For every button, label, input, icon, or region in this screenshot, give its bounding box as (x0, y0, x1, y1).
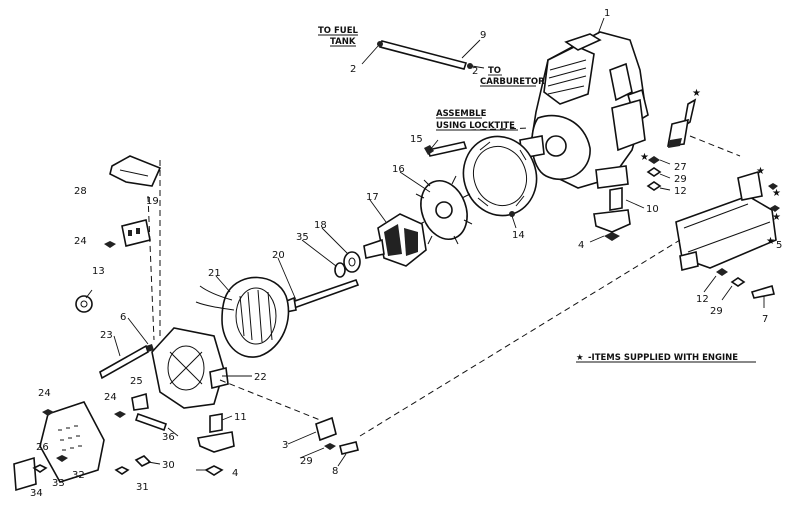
mount-bracket-right (593, 187, 631, 241)
washer-stack (646, 156, 662, 191)
callout-24-upper: 24 (74, 236, 87, 247)
callout-33: 33 (52, 478, 65, 489)
support-rod (99, 344, 154, 380)
callout-35: 35 (296, 232, 309, 243)
callout-31: 31 (136, 482, 149, 493)
callout-4-lower: 4 (232, 468, 238, 479)
star-muffler: ★ (766, 236, 775, 247)
fuel-line-clamp-lower (467, 63, 473, 69)
callout-18: 18 (314, 220, 327, 231)
star-spark-plug: ★ (692, 88, 701, 99)
annotation-notes: TO FUEL TANK TO CARBURETOR ASSEMBLE USIN… (318, 26, 756, 363)
note-carburetor-1: TO (488, 66, 501, 76)
callout-16: 16 (392, 164, 405, 175)
callout-21: 21 (208, 268, 221, 279)
star-muffler-top: ★ (756, 166, 765, 177)
callout-20: 20 (272, 250, 285, 261)
callout-24-mid: 24 (104, 392, 117, 403)
note-fuel-tank-1: TO FUEL (318, 26, 358, 36)
cable-clamp (315, 416, 359, 455)
callout-24-left: 24 (38, 388, 51, 399)
callout-23: 23 (100, 330, 113, 341)
star-muffler-bolt-1: ★ (772, 188, 781, 199)
callout-29-upper: 29 (674, 174, 687, 185)
stator (195, 276, 290, 358)
callout-5: 5 (776, 240, 782, 251)
callout-26: 26 (36, 442, 49, 453)
callout-15: 15 (410, 134, 423, 145)
note-carburetor-2: CARBURETOR (480, 77, 545, 87)
star-muffler-bolt-2: ★ (772, 212, 781, 223)
callout-6: 6 (120, 312, 126, 323)
callout-29-right: 29 (710, 306, 723, 317)
callout-10: 10 (646, 204, 659, 215)
rotor-washers (334, 251, 361, 278)
callout-2-upper: 2 (350, 64, 356, 75)
note-assemble-1: ASSEMBLE (436, 109, 487, 119)
blower-housing-ring (462, 135, 538, 217)
legend-text: -ITEMS SUPPLIED WITH ENGINE (588, 353, 738, 363)
legend-star-symbol: ★ (576, 353, 584, 363)
callout-1: 1 (604, 8, 610, 19)
callout-7: 7 (762, 314, 768, 325)
callout-28: 28 (74, 186, 87, 197)
top-cover (109, 155, 162, 187)
callout-25: 25 (130, 376, 143, 387)
callout-8: 8 (332, 466, 338, 477)
callout-27: 27 (674, 162, 687, 173)
callout-17: 17 (366, 192, 379, 203)
callout-32: 32 (72, 470, 85, 481)
spark-plug (667, 98, 697, 148)
callout-14: 14 (512, 230, 525, 241)
end-bell-housing (151, 327, 229, 409)
note-assemble-2: USING LOCKTITE (436, 121, 515, 131)
leader-lines (85, 17, 765, 471)
callout-numbers: 1 2 2 9 15 16 14 17 18 35 20 21 22 6 23 … (30, 8, 782, 499)
cooling-fan (415, 175, 473, 245)
callout-22: 22 (254, 372, 267, 383)
note-fuel-tank-2: TANK (330, 37, 356, 47)
fuel-line (377, 40, 473, 70)
grommet (75, 295, 93, 313)
callout-19: 19 (146, 196, 159, 207)
callout-13: 13 (92, 266, 105, 277)
callout-12-upper: 12 (674, 186, 687, 197)
callout-30: 30 (162, 460, 175, 471)
muffler (675, 170, 780, 299)
fuel-line-clamp-upper (377, 41, 383, 47)
mount-bracket-left (197, 413, 235, 476)
rotor (363, 213, 427, 267)
callout-4-upper: 4 (578, 240, 584, 251)
callout-2-lower: 2 (472, 66, 478, 77)
screw-24-upper (104, 241, 116, 248)
small-hardware (32, 392, 168, 475)
through-bolt (283, 278, 360, 313)
callout-36: 36 (162, 432, 175, 443)
callout-3: 3 (282, 440, 288, 451)
star-washer: ★ (640, 152, 649, 163)
receptacle (121, 219, 151, 247)
engine-supplied-stars: ★ ★ ★ ★ ★ ★ (640, 88, 781, 247)
callout-12-lower: 12 (696, 294, 709, 305)
callout-11: 11 (234, 412, 247, 423)
end-cover-panel (13, 401, 105, 492)
callout-29-lower: 29 (300, 456, 313, 467)
engine-assembly (519, 31, 649, 189)
callout-34: 34 (30, 488, 43, 499)
callout-9: 9 (480, 30, 486, 41)
